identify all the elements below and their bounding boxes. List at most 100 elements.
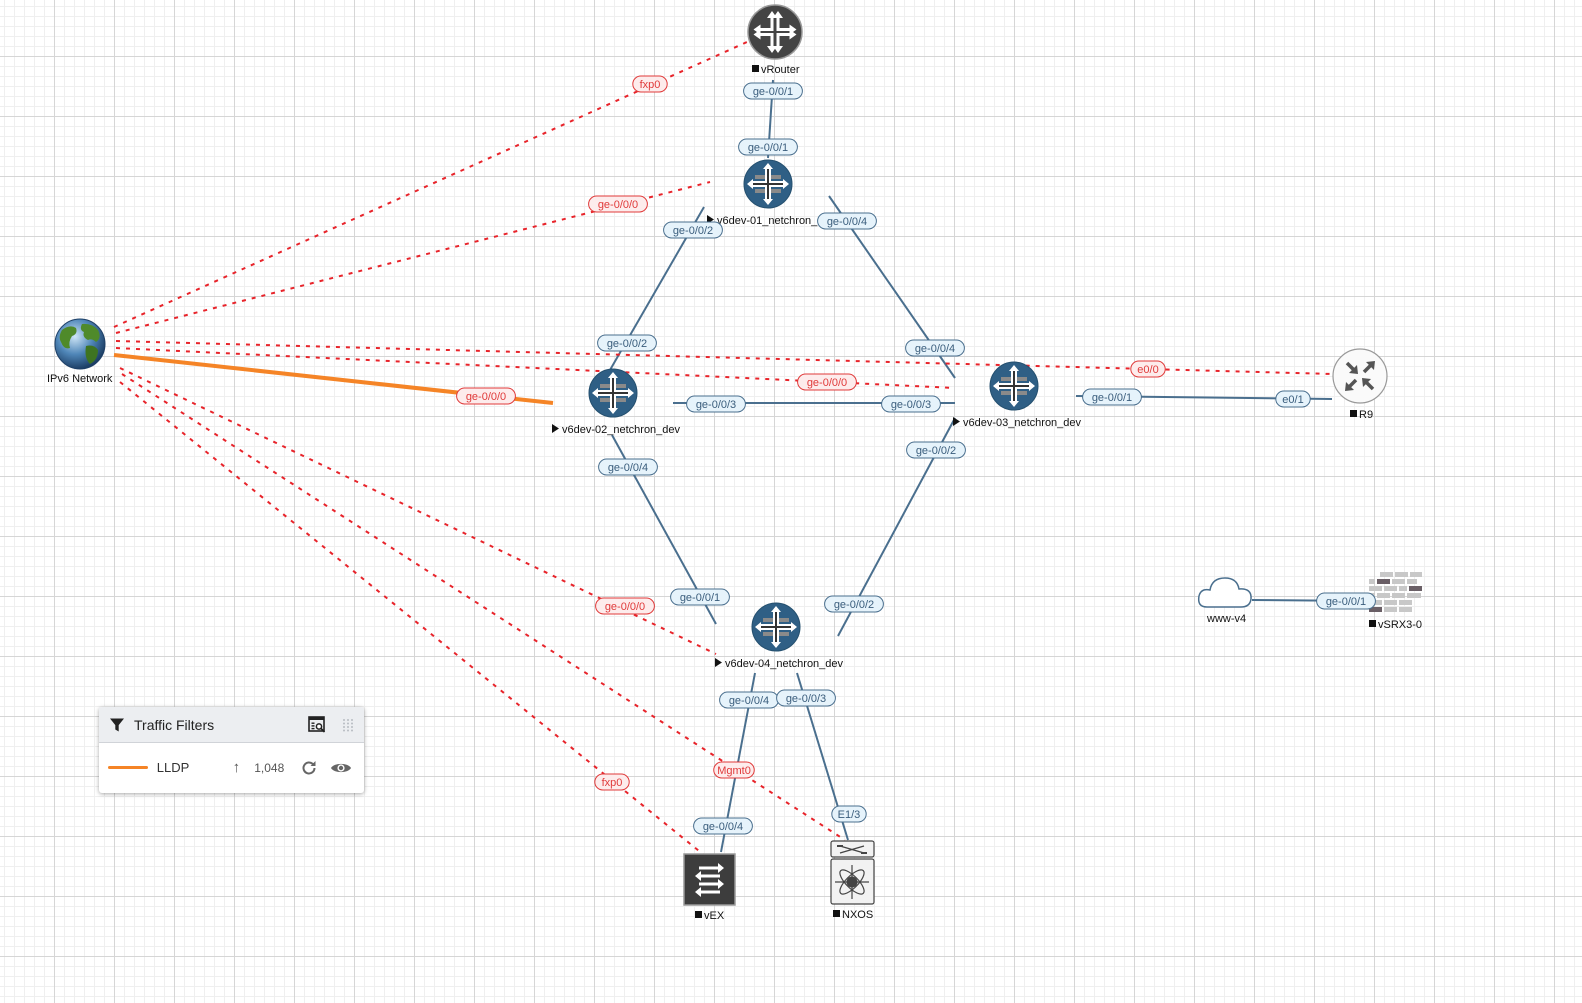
ipv6-network-node[interactable]: IPv6 Network xyxy=(47,318,113,385)
interface-label-text: ge-0/0/2 xyxy=(834,599,874,611)
interface-label[interactable]: ge-0/0/3 xyxy=(881,395,941,413)
node-label: v6dev-01_netchron_de xyxy=(707,215,830,227)
interface-label[interactable]: ge-0/0/4 xyxy=(598,458,658,476)
juniper-router-node[interactable] xyxy=(588,368,638,418)
node-name: IPv6 Network xyxy=(47,373,113,385)
node-label: v6dev-02_netchron_dev xyxy=(552,424,681,436)
status-square-icon xyxy=(1369,620,1376,627)
router-icon xyxy=(747,4,803,60)
interface-label[interactable]: E1/3 xyxy=(831,805,867,823)
r9-router-node[interactable] xyxy=(1332,348,1388,404)
juniper-router-node[interactable] xyxy=(989,361,1039,411)
interface-label[interactable]: ge-0/0/0 xyxy=(456,387,516,405)
filter-name: LLDP xyxy=(156,760,190,775)
node-name: v6dev-01_netchron_de xyxy=(717,215,830,227)
router-icon xyxy=(1332,348,1388,404)
search-list-icon[interactable] xyxy=(308,716,326,733)
filter-count: 1,048 xyxy=(254,760,285,775)
refresh-icon[interactable] xyxy=(300,759,318,777)
interface-label[interactable]: ge-0/0/0 xyxy=(595,597,655,615)
interface-label-text: ge-0/0/4 xyxy=(729,695,769,707)
interface-label-text: ge-0/0/2 xyxy=(916,445,956,457)
interface-label[interactable]: ge-0/0/4 xyxy=(905,339,965,357)
interface-label-text: fxp0 xyxy=(602,777,623,789)
juniper-router-node[interactable] xyxy=(743,159,793,209)
expand-triangle-icon[interactable] xyxy=(552,424,559,433)
status-square-icon xyxy=(1350,410,1357,417)
interface-label-text: ge-0/0/0 xyxy=(466,391,506,403)
interface-label-text: E1/3 xyxy=(838,809,861,821)
lldp-dashed-link[interactable] xyxy=(121,373,846,841)
expand-triangle-icon[interactable] xyxy=(715,658,722,667)
switch-icon xyxy=(683,853,736,906)
node-name: R9 xyxy=(1359,409,1373,421)
interface-label-text: ge-0/0/0 xyxy=(598,199,638,211)
solid-links xyxy=(609,79,1369,853)
interface-label[interactable]: fxp0 xyxy=(594,773,630,791)
node-name: vEX xyxy=(704,910,725,922)
node-label: v6dev-04_netchron_dev xyxy=(715,658,844,670)
lldp-dashed-link[interactable] xyxy=(115,340,1333,375)
interface-label[interactable]: ge-0/0/1 xyxy=(670,588,730,606)
nxos-switch-node[interactable] xyxy=(830,840,875,905)
node-name: www-v4 xyxy=(1206,613,1246,625)
www-v4-cloud-node[interactable]: www-v4 xyxy=(1197,577,1252,625)
interface-label-text: ge-0/0/4 xyxy=(608,462,648,474)
interface-label[interactable]: ge-0/0/3 xyxy=(776,689,836,707)
node-label: NXOS xyxy=(833,909,873,921)
interface-label-text: ge-0/0/1 xyxy=(1092,392,1132,404)
direction-arrow-icon: ↑ xyxy=(232,759,241,776)
interface-label[interactable]: ge-0/0/1 xyxy=(738,138,798,156)
interface-label-text: ge-0/0/4 xyxy=(703,821,743,833)
interface-label[interactable]: ge-0/0/3 xyxy=(686,395,746,413)
traffic-filters-title: Traffic Filters xyxy=(134,716,215,733)
interface-label-text: ge-0/0/3 xyxy=(696,399,736,411)
interface-label[interactable]: ge-0/0/2 xyxy=(663,221,723,239)
interface-label[interactable]: e0/1 xyxy=(1275,390,1311,408)
vsrx-firewall-node[interactable] xyxy=(1369,572,1422,612)
vex-switch-node[interactable] xyxy=(683,853,736,906)
interface-label-text: ge-0/0/4 xyxy=(827,216,867,228)
interface-label-text: ge-0/0/0 xyxy=(807,377,847,389)
expand-triangle-icon[interactable] xyxy=(953,417,960,426)
visibility-eye-icon[interactable] xyxy=(330,761,352,775)
interface-label[interactable]: ge-0/0/4 xyxy=(817,212,877,230)
interface-label-text: ge-0/0/1 xyxy=(1326,596,1366,608)
node-label: v6dev-03_netchron_dev xyxy=(953,417,1082,429)
juniper-router-node[interactable] xyxy=(751,602,801,652)
vrouter-node[interactable] xyxy=(747,4,803,60)
interface-label[interactable]: ge-0/0/1 xyxy=(743,82,803,100)
drag-handle-icon[interactable] xyxy=(342,718,354,732)
node-name: NXOS xyxy=(842,909,873,921)
interface-label[interactable]: ge-0/0/0 xyxy=(797,373,857,391)
interface-labels: ge-0/0/1 ge-0/0/1 ge-0/0/2 ge-0/0/2 ge-0/0/4… xyxy=(456,75,1376,835)
status-square-icon xyxy=(833,910,840,917)
node-name: v6dev-04_netchron_dev xyxy=(725,658,844,670)
interface-label-text: e0/0 xyxy=(1137,364,1158,376)
interface-label[interactable]: ge-0/0/0 xyxy=(588,195,648,213)
interface-label[interactable]: ge-0/0/1 xyxy=(1316,592,1376,610)
node-name: vSRX3-0 xyxy=(1378,619,1422,631)
interface-label[interactable]: ge-0/0/4 xyxy=(693,817,753,835)
node-label: vEX xyxy=(695,910,725,922)
interface-label-text: ge-0/0/2 xyxy=(673,225,713,237)
firewall-icon xyxy=(1369,572,1422,612)
interface-label-text: ge-0/0/1 xyxy=(748,142,788,154)
interface-label[interactable]: ge-0/0/2 xyxy=(824,595,884,613)
interface-label[interactable]: Mgmt0 xyxy=(713,761,755,779)
interface-label[interactable]: fxp0 xyxy=(632,75,668,93)
node-label: R9 xyxy=(1350,409,1373,421)
interface-label[interactable]: ge-0/0/1 xyxy=(1082,388,1142,406)
interface-label[interactable]: ge-0/0/2 xyxy=(597,334,657,352)
traffic-filters-panel: Traffic Filters xyxy=(99,707,364,793)
interface-label[interactable]: ge-0/0/4 xyxy=(719,691,779,709)
interface-label[interactable]: ge-0/0/2 xyxy=(906,441,966,459)
traffic-filter-row-lldp: LLDP ↑ 1,048 xyxy=(99,743,364,792)
traffic-filters-header: Traffic Filters xyxy=(99,707,364,743)
status-square-icon xyxy=(695,911,702,918)
interface-label[interactable]: e0/0 xyxy=(1130,360,1166,378)
filter-icon xyxy=(109,717,125,733)
interface-label-text: ge-0/0/4 xyxy=(915,343,955,355)
